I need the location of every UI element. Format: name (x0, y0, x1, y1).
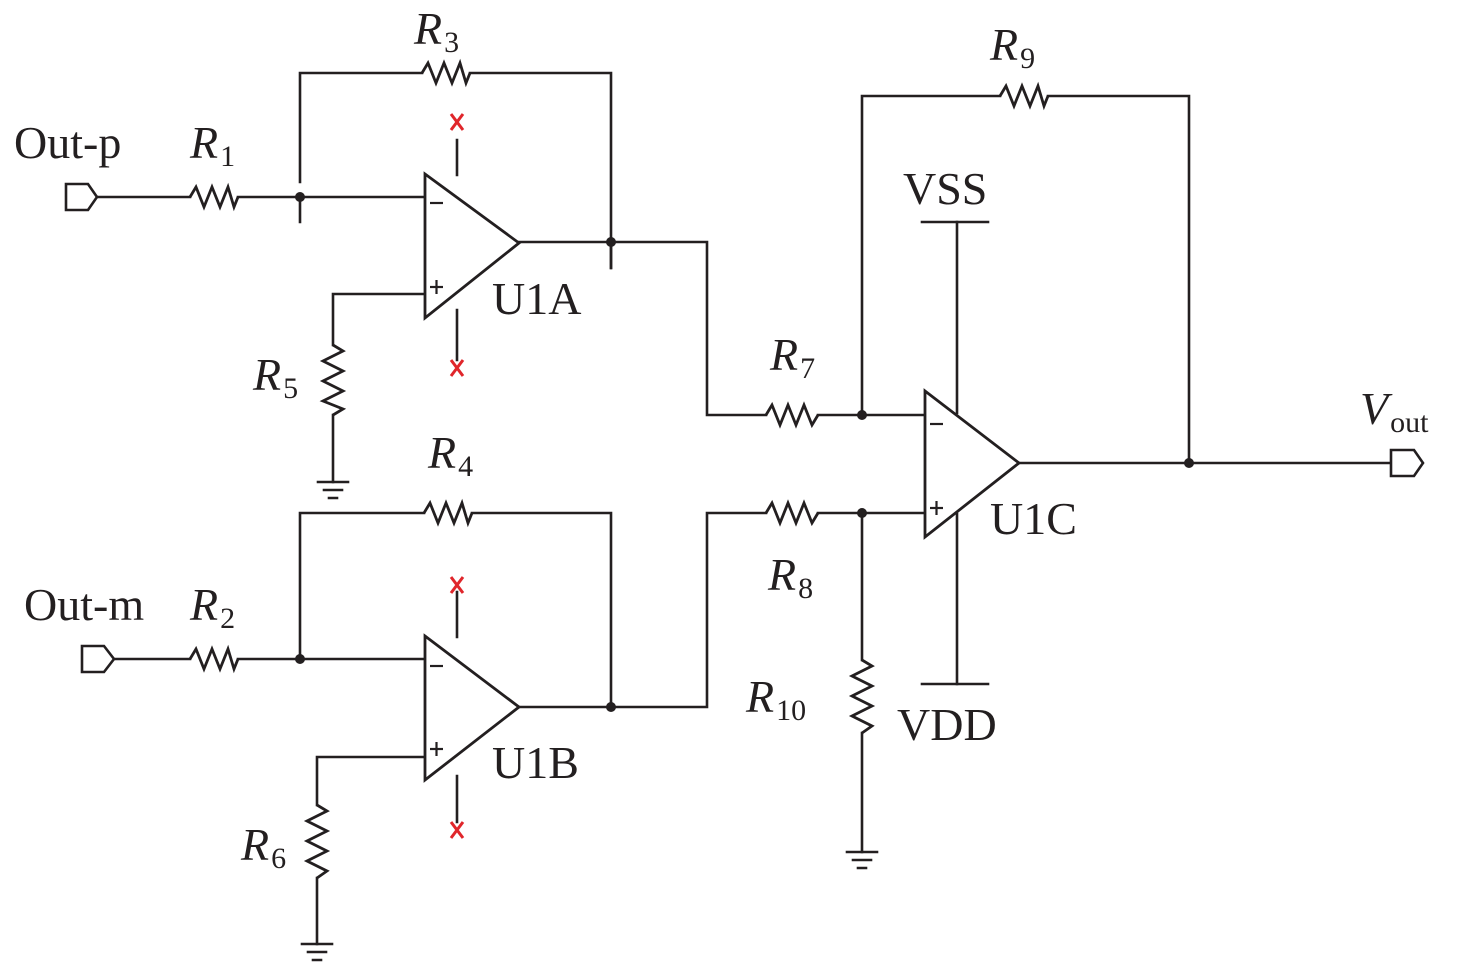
port-out-m (80, 644, 116, 674)
port-label-out-m: Out-m (24, 579, 144, 630)
resistor-label-r10: R10 (745, 671, 806, 727)
port-out-m-icon (80, 644, 116, 674)
port-label-out-p: Out-p (14, 117, 121, 168)
opamp-u1a (423, 138, 522, 362)
supply-label-vss: VSS (903, 163, 987, 214)
opamp-label-u1c: U1C (990, 493, 1077, 544)
opamp-u1b (423, 590, 522, 824)
resistor-label-r5: R5 (252, 349, 298, 405)
no-connect-u1b-bottom (449, 821, 465, 839)
opamp-u1c (923, 388, 1022, 540)
resistor-label-r2: R2 (189, 579, 235, 635)
port-vout-icon (1389, 448, 1425, 478)
no-connect-u1a-bottom (449, 359, 465, 377)
ground-icon-r10 (845, 850, 879, 870)
resistor-r3 (420, 58, 472, 88)
resistor-label-r9: R9 (989, 19, 1035, 75)
supply-label-vdd: VDD (897, 699, 997, 750)
resistor-r1 (188, 182, 240, 212)
port-vout (1389, 448, 1425, 478)
no-connect-marks (449, 113, 465, 839)
resistor-r4 (422, 498, 474, 528)
resistor-label-r8: R8 (767, 549, 813, 605)
no-connect-u1a-top (449, 113, 465, 131)
resistors (188, 58, 1050, 880)
resistor-r8 (764, 499, 820, 527)
port-label-vout: Vout (1360, 383, 1429, 439)
resistor-label-r3: R3 (413, 3, 459, 59)
resistor-label-r7: R7 (769, 329, 815, 385)
ground-icon-r6 (300, 942, 334, 962)
ground-icon-r5 (316, 480, 350, 500)
port-out-p (64, 182, 99, 212)
resistor-r9 (998, 81, 1050, 111)
resistor-label-r6: R6 (240, 819, 286, 875)
resistor-r6 (303, 803, 331, 880)
opamp-label-u1b: U1B (492, 737, 579, 788)
resistor-r5 (319, 343, 347, 417)
no-connect-u1b-top (449, 576, 465, 594)
junction-dots (295, 192, 1194, 712)
resistor-label-r4: R4 (427, 427, 473, 483)
resistor-r2 (188, 644, 240, 674)
resistor-label-r1: R1 (189, 117, 235, 173)
resistor-r7 (764, 401, 820, 429)
ground-symbols (300, 480, 879, 962)
opamp-label-u1a: U1A (492, 273, 581, 324)
resistor-r10 (848, 658, 876, 735)
port-out-p-icon (64, 182, 99, 212)
wires (95, 71, 1393, 946)
